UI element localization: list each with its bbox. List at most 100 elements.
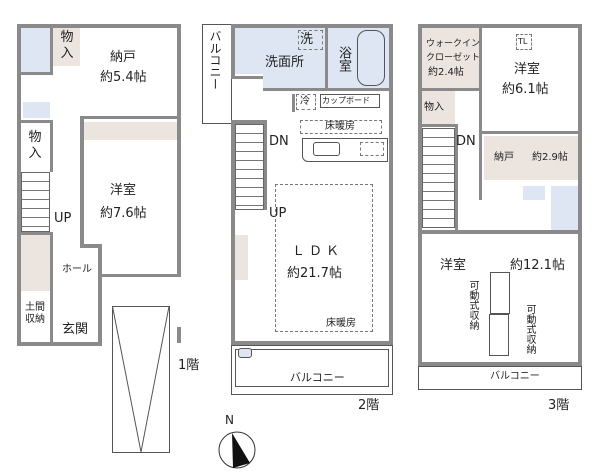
washbasin-3f: [523, 186, 545, 200]
nando-3f: [484, 136, 578, 180]
stairs-3f: [422, 128, 455, 228]
kitchen-floor-heating: [300, 120, 382, 134]
wall: [177, 112, 181, 274]
wall: [177, 24, 181, 112]
floor-1-label: 1階: [178, 358, 200, 373]
wall: [50, 28, 53, 72]
stairs-down-label-3f: DN: [456, 134, 476, 149]
stairs-2f: [235, 124, 264, 210]
wic-line1: ウォークイン: [426, 39, 481, 49]
wall: [80, 118, 84, 248]
wall: [98, 296, 102, 346]
western-name: 洋室: [110, 183, 137, 198]
wall: [422, 88, 479, 91]
wall: [231, 24, 393, 28]
ldk-floor-heating-label: 床暖房: [326, 318, 356, 329]
kitchen-counter: [302, 138, 388, 162]
movable-storage-unit-1: [490, 272, 510, 314]
nando-3f-size: 約2.9帖: [532, 152, 568, 163]
carport-outline: [112, 306, 170, 453]
kitchen-stove: [360, 142, 384, 156]
balcony-drain: [238, 348, 252, 358]
wall: [578, 24, 582, 366]
bathtub: [357, 30, 385, 86]
tl-label: TL: [518, 37, 528, 46]
wall: [264, 120, 267, 210]
side-balcony-label: バルコニー: [208, 30, 222, 90]
balcony-3f: [418, 366, 582, 390]
closet-strip-1f: [84, 122, 177, 140]
western-bottom-size: 約12.1帖: [510, 258, 565, 273]
wall: [235, 120, 265, 124]
wall: [231, 120, 235, 345]
washroom-label: 洗面所: [265, 55, 305, 70]
wall: [422, 230, 578, 234]
stairs-1f: [21, 172, 50, 232]
western-top-size: 約6.1帖: [502, 82, 549, 97]
wall: [325, 28, 328, 90]
stairs-up-label: UP: [54, 211, 72, 226]
wall: [418, 24, 582, 28]
bottom-balcony-inner: [235, 349, 389, 387]
toilet-1f: [21, 28, 50, 72]
wall: [231, 24, 235, 76]
wall: [263, 88, 393, 91]
nando-3f-name: 納戸: [494, 152, 514, 163]
doma-label: 土間収納: [25, 302, 45, 325]
stairs-up-label-2f: UP: [269, 206, 287, 221]
storage-left-label: 物入: [28, 130, 42, 161]
nando-name: 納戸: [110, 50, 137, 65]
north-arrow-icon: [218, 431, 256, 469]
tl-marker: [516, 34, 532, 50]
post: [177, 327, 181, 343]
ldk-floor-heating-area: [275, 184, 373, 332]
bath-label: 浴室: [336, 46, 351, 72]
wall: [21, 120, 53, 123]
wall: [17, 24, 181, 28]
washroom: [263, 28, 325, 88]
wall: [482, 131, 578, 134]
wall: [231, 341, 393, 345]
wall: [21, 232, 53, 235]
wall: [21, 72, 53, 75]
wall: [479, 28, 482, 200]
wic-line2: クローゼット: [426, 53, 481, 63]
wall: [292, 94, 295, 112]
wall: [455, 124, 458, 230]
compass-north-label: N: [225, 413, 234, 427]
doma-storage-1f: [21, 235, 50, 291]
wic-size: 約2.4帖: [428, 67, 464, 78]
wall: [418, 24, 422, 366]
wall: [17, 24, 21, 346]
bottom-balcony: [231, 345, 393, 395]
kitchen-floor-heating-label: 床暖房: [325, 121, 355, 132]
toilet-3f: [551, 186, 578, 230]
storage-top-label: 物入: [60, 30, 74, 61]
wall: [102, 274, 181, 277]
fridge-space: [296, 94, 316, 110]
ldk-name: ＬＤＫ: [292, 244, 344, 259]
stairs-down-label-2f: DN: [269, 134, 289, 149]
wall: [80, 244, 100, 248]
wall: [389, 24, 393, 345]
storage-top-1f: [53, 28, 80, 66]
storage-3f: [422, 91, 455, 124]
balcony-3f-label: バルコニー: [490, 371, 540, 382]
cupboard: [320, 94, 380, 108]
cupboard-label: カップボード: [322, 96, 370, 105]
movable-storage-1-label: 可動式収納: [467, 280, 478, 330]
western-top-name: 洋室: [514, 62, 541, 77]
floor-2-label: 2階: [358, 398, 380, 413]
washbasin-1f: [23, 102, 50, 118]
wall: [17, 342, 102, 346]
storage-3f-label: 物入: [424, 102, 444, 113]
wall: [80, 116, 180, 119]
western-bottom-name: 洋室: [440, 258, 467, 273]
wall: [98, 244, 102, 296]
entrance-label: 玄関: [62, 322, 89, 337]
storage-2f: [235, 235, 248, 280]
walk-in-closet: [422, 28, 479, 88]
wall: [418, 362, 582, 366]
western-size: 約7.6帖: [100, 206, 147, 221]
ldk-size: 約21.7帖: [287, 266, 342, 281]
